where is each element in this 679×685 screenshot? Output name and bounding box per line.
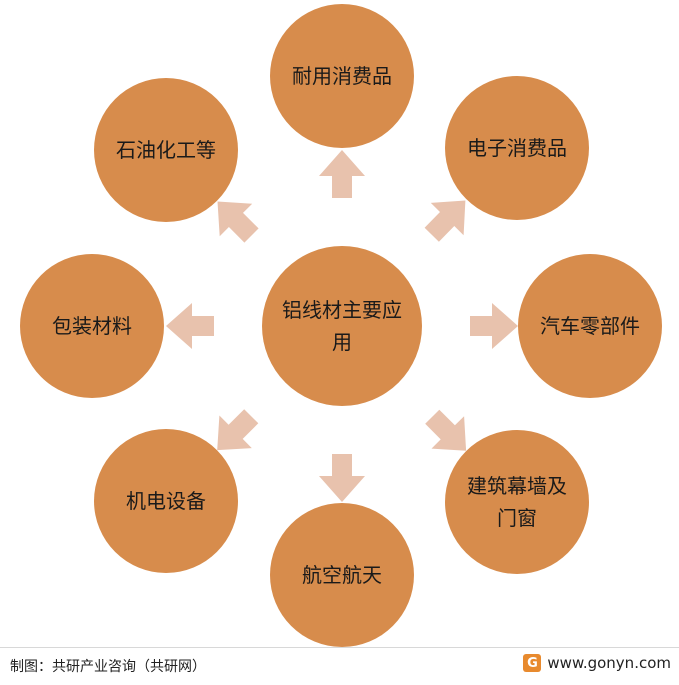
node-label: 包装材料 bbox=[52, 314, 132, 338]
footer-url[interactable]: www.gonyn.com bbox=[547, 654, 671, 672]
node-label: 机电设备 bbox=[126, 489, 206, 513]
footer-brand: G www.gonyn.com bbox=[523, 654, 671, 672]
arrow-upper-left bbox=[217, 201, 259, 243]
node-curtain-wall-doors-windows: 建筑幕墙及门窗 bbox=[445, 430, 589, 574]
arrow-left bbox=[166, 303, 214, 349]
node-durable-goods: 耐用消费品 bbox=[270, 4, 414, 148]
arrow-lower-right bbox=[425, 409, 467, 451]
footer-divider bbox=[0, 647, 679, 648]
node-label: 电子消费品 bbox=[467, 136, 567, 160]
node-consumer-electronics: 电子消费品 bbox=[445, 76, 589, 220]
node-petrochemical: 石油化工等 bbox=[94, 78, 238, 222]
arrow-upper-right bbox=[424, 200, 466, 242]
arrow-lower-left bbox=[217, 409, 259, 451]
arrow-top bbox=[319, 150, 365, 198]
node-electromechanical-equipment: 机电设备 bbox=[94, 429, 238, 573]
center-node-label: 铝线材主要应用 bbox=[282, 298, 402, 354]
node-packaging-materials: 包装材料 bbox=[20, 254, 164, 398]
node-label: 汽车零部件 bbox=[540, 314, 640, 338]
node-label: 耐用消费品 bbox=[292, 64, 392, 88]
arrow-bottom bbox=[319, 454, 365, 502]
node-label: 建筑幕墙及门窗 bbox=[467, 474, 567, 530]
node-aerospace: 航空航天 bbox=[270, 503, 414, 647]
footer-source: 制图：共研产业咨询（共研网） bbox=[10, 659, 206, 675]
node-label: 航空航天 bbox=[302, 563, 382, 587]
diagram-arrows bbox=[166, 150, 518, 502]
center-node: 铝线材主要应用 bbox=[262, 246, 422, 406]
node-label: 石油化工等 bbox=[116, 138, 216, 162]
arrow-right bbox=[470, 303, 518, 349]
brand-logo-icon: G bbox=[523, 654, 542, 672]
node-auto-parts: 汽车零部件 bbox=[518, 254, 662, 398]
